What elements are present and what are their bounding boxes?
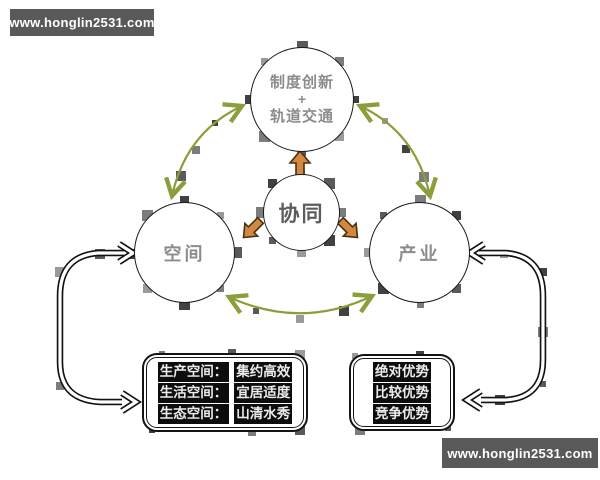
node-top-line1: 制度创新 bbox=[269, 74, 334, 91]
orange-block-arrow-right-icon bbox=[336, 216, 359, 239]
advantage-row: 绝对优势 bbox=[373, 361, 431, 382]
green-double-arrow-right-icon bbox=[356, 102, 438, 201]
artifact-block bbox=[142, 284, 152, 294]
node-center-label: 协同 bbox=[278, 202, 325, 226]
artifact-block bbox=[323, 178, 335, 190]
artifact-block bbox=[141, 209, 153, 221]
artifact-block bbox=[296, 247, 306, 257]
green-double-arrow-left-icon bbox=[164, 102, 246, 201]
artifact-block bbox=[452, 210, 462, 220]
artifact-block bbox=[334, 131, 344, 141]
advantage-comparative: 比较优势 bbox=[373, 382, 431, 403]
artifact-block bbox=[56, 382, 64, 390]
row-value: 宜居适度 bbox=[234, 382, 293, 403]
artifact-block bbox=[539, 268, 547, 276]
artifact-block bbox=[296, 315, 304, 323]
node-institution-rail: 制度创新 + 轨道交通 bbox=[250, 47, 354, 152]
artifact-block bbox=[296, 40, 308, 52]
row-value: 集约高效 bbox=[234, 361, 293, 382]
artifact-block bbox=[416, 300, 424, 308]
artifact-block bbox=[268, 179, 278, 189]
advantage-absolute: 绝对优势 bbox=[373, 361, 431, 382]
node-right-label: 产业 bbox=[398, 243, 441, 264]
artifact-block bbox=[379, 211, 387, 219]
artifact-block bbox=[540, 381, 546, 387]
artifact-block bbox=[255, 206, 267, 218]
watermark-bottom-right: www.honglin2531.com bbox=[442, 438, 598, 468]
node-left-label: 空间 bbox=[163, 243, 206, 264]
artifact-block bbox=[363, 247, 373, 257]
advantage-row: 比较优势 bbox=[373, 382, 431, 403]
artifact-block bbox=[452, 284, 462, 294]
industry-advantage-box: 绝对优势 比较优势 竞争优势 bbox=[349, 354, 455, 431]
space-row-production: 生产空间： 集约高效 bbox=[144, 361, 306, 382]
artifact-block bbox=[248, 428, 256, 436]
row-label: 生态空间： bbox=[157, 403, 230, 424]
row-label: 生活空间： bbox=[157, 382, 230, 403]
space-detail-box: 生产空间： 集约高效 生活空间： 宜居适度 生态空间： 山清水秀 bbox=[142, 353, 308, 432]
green-double-arrow-bottom-icon bbox=[225, 292, 376, 315]
artifact-block bbox=[269, 236, 277, 244]
space-row-living: 生活空间： 宜居适度 bbox=[144, 382, 306, 403]
artifact-block bbox=[336, 207, 346, 217]
artifact-block bbox=[230, 246, 242, 258]
artifact-block bbox=[377, 283, 389, 295]
artifact-block bbox=[244, 94, 254, 104]
artifact-block bbox=[55, 267, 65, 277]
advantage-competitive: 竞争优势 bbox=[373, 403, 431, 424]
orange-block-arrow-left-icon bbox=[242, 216, 265, 239]
artifact-block bbox=[351, 95, 359, 103]
plus-sign: + bbox=[297, 91, 307, 107]
advantage-row: 竞争优势 bbox=[373, 403, 431, 424]
node-top-line2: 轨道交通 bbox=[269, 108, 334, 125]
artifact-block bbox=[334, 57, 344, 67]
row-label: 生产空间： bbox=[157, 361, 230, 382]
row-value: 山清水秀 bbox=[234, 403, 293, 424]
watermark-top-left: www.honglin2531.com bbox=[9, 9, 154, 36]
black-c-arrow-left-icon bbox=[56, 241, 143, 414]
black-c-arrow-right-icon bbox=[460, 241, 547, 412]
artifact-block bbox=[217, 211, 225, 219]
node-industry: 产业 bbox=[369, 202, 470, 303]
artifact-block bbox=[323, 234, 335, 246]
space-row-ecology: 生态空间： 山清水秀 bbox=[144, 403, 306, 424]
artifact-block bbox=[217, 285, 225, 293]
artifact-block bbox=[178, 298, 190, 310]
node-synergy: 协同 bbox=[263, 174, 340, 251]
node-space: 空间 bbox=[134, 202, 235, 303]
